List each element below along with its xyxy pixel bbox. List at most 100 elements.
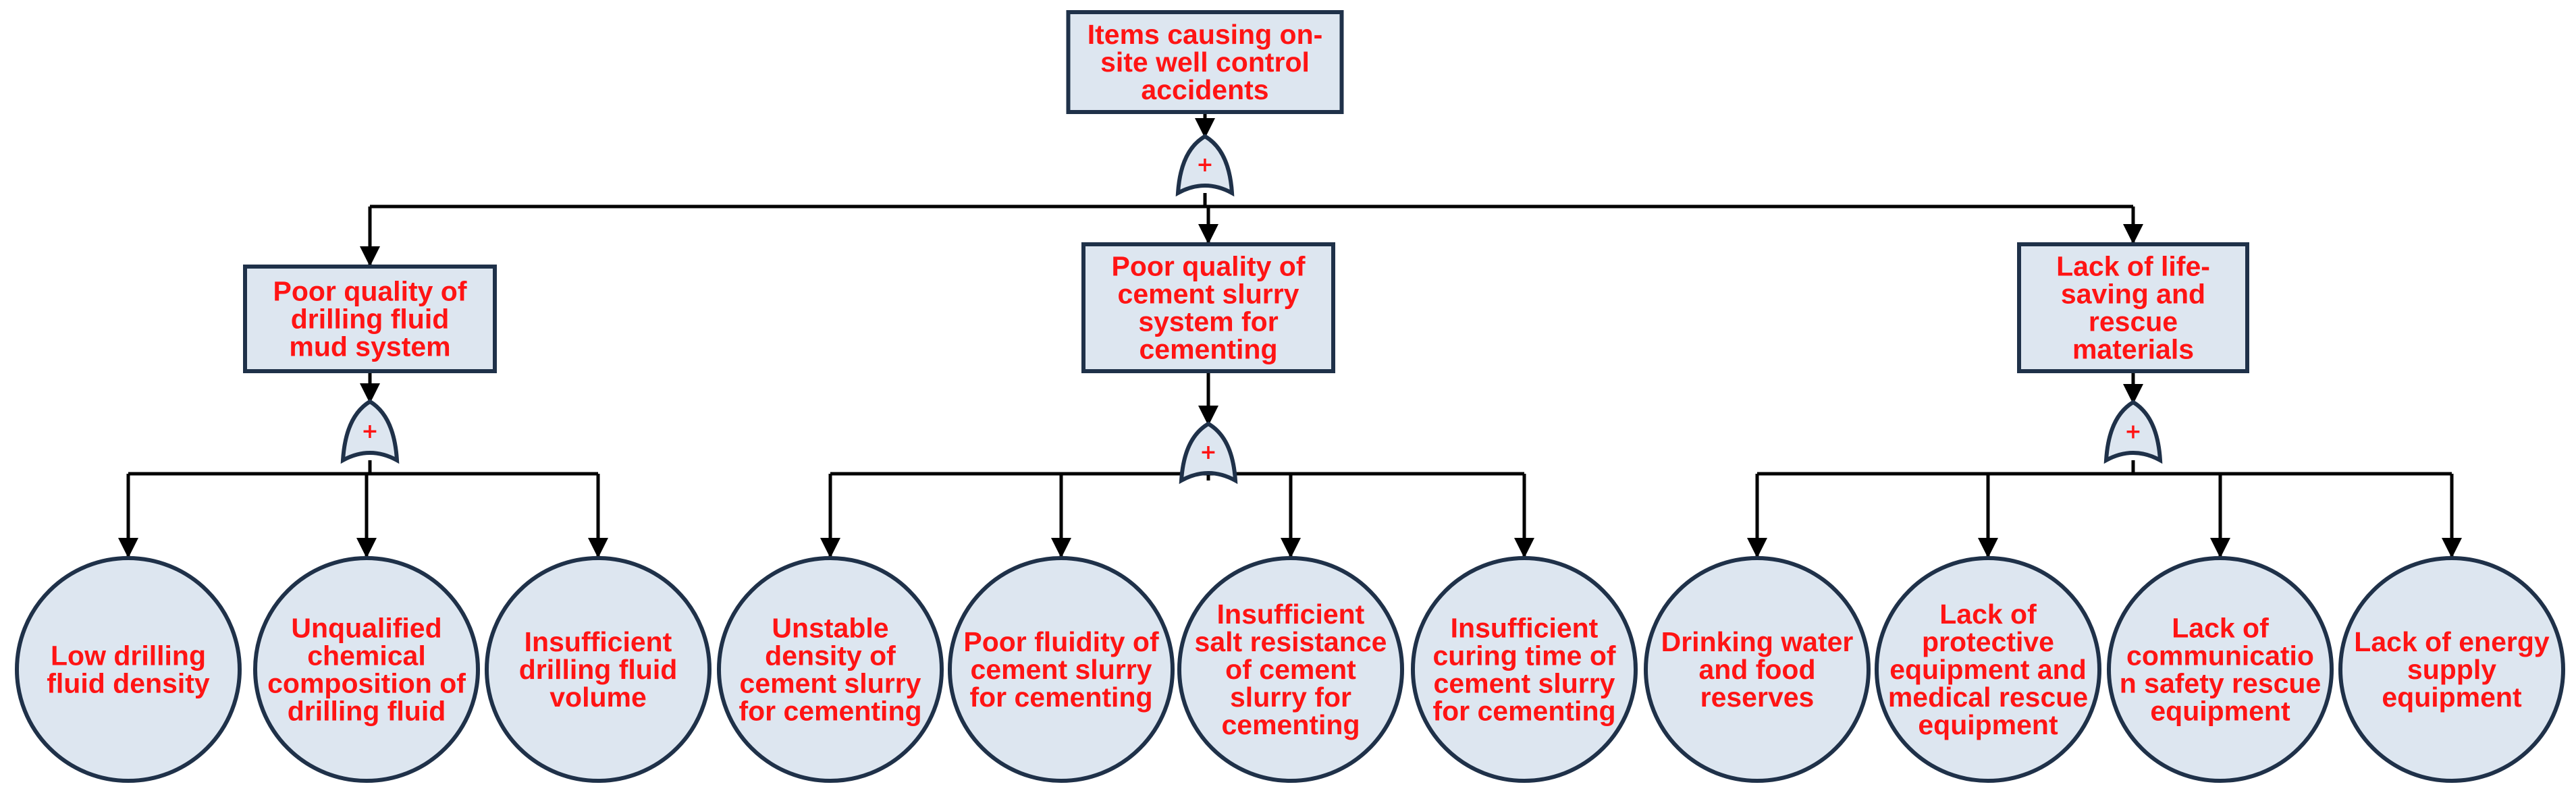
intermediate-or-gate-3-plus: + xyxy=(2124,420,2141,443)
basic-event-circle-1-2-label-line: drilling fluid xyxy=(288,696,446,727)
basic-event-circle-3-2-label-line: protective xyxy=(1922,626,2054,657)
intermediate-event-box-1-frame xyxy=(243,265,497,373)
basic-event-circle-2-3-circle xyxy=(1177,556,1404,783)
basic-event-circle-1-2-label-line: chemical xyxy=(307,640,426,671)
intermediate-event-box-1-label-line: Poor quality of xyxy=(273,276,467,307)
basic-event-circle-1-2-label-line: composition of xyxy=(267,668,466,699)
intermediate-or-gate-2-shape xyxy=(1179,421,1238,485)
intermediate-event-box-1-label-line: mud system xyxy=(289,331,450,362)
connector-lines xyxy=(118,112,2462,558)
basic-event-circle-3-2-label-line: equipment and xyxy=(1889,654,2087,685)
basic-event-circle-2-2-circle xyxy=(948,556,1175,783)
basic-event-circle-2-4-label-line: Insufficient xyxy=(1451,613,1599,644)
basic-event-circle-3-1-label-line: Drinking water xyxy=(1661,626,1854,657)
intermediate-or-gate-1-shape xyxy=(340,399,400,464)
basic-event-circle-1-2-circle xyxy=(253,556,480,783)
basic-event-circle-3-1-label-line: reserves xyxy=(1700,682,1815,713)
basic-event-circle-2-3-label-line: of cement xyxy=(1225,654,1356,685)
basic-event-circle-3-3-label-line: Lack of xyxy=(2172,613,2269,644)
basic-event-circle-3-3-label-line: n safety rescue xyxy=(2120,668,2322,699)
basic-event-circle-2-1-circle xyxy=(717,556,944,783)
intermediate-or-gate-3-shape xyxy=(2103,400,2163,464)
basic-event-circle-3-2-circle xyxy=(1875,556,2101,783)
intermediate-event-box-2-label-line: system for xyxy=(1138,306,1278,337)
intermediate-or-gate-2: + xyxy=(1179,421,1238,485)
intermediate-or-gate-3: + xyxy=(2103,400,2163,464)
basic-event-circle-2-2-label-line: Poor fluidity of xyxy=(963,626,1159,657)
intermediate-event-box-2-label-line: cement slurry xyxy=(1118,279,1299,310)
intermediate-event-box-2-frame xyxy=(1081,242,1335,373)
basic-event-circle-3-3-circle xyxy=(2107,556,2334,783)
root-event-box-label-line: accidents xyxy=(1141,74,1268,105)
basic-event-circle-3-4-circle xyxy=(2338,556,2565,783)
intermediate-or-gate-1: + xyxy=(340,399,400,464)
basic-event-circle-1-1-label-line: Low drilling xyxy=(51,640,206,671)
root-or-gate-shape xyxy=(1175,134,1235,197)
basic-event-circle-2-1-label-line: Unstable xyxy=(772,613,888,644)
basic-event-circle-2-2-label-line: for cementing xyxy=(969,682,1152,713)
basic-event-circle-1-3-circle xyxy=(485,556,712,783)
intermediate-event-box-3-label-line: materials xyxy=(2072,334,2194,365)
root-event-box-label-line: Items causing on- xyxy=(1088,19,1323,50)
basic-event-circle-1-1-circle xyxy=(15,556,242,783)
basic-event-circle-3-2-label-line: medical rescue xyxy=(1888,682,2088,713)
basic-event-circle-2-3-label-line: cementing xyxy=(1221,709,1360,740)
intermediate-event-box-1-label-line: drilling fluid xyxy=(291,304,450,335)
basic-event-circle-2-3-label-line: salt resistance xyxy=(1195,626,1387,657)
basic-event-circle-2-1-label-line: for cementing xyxy=(739,696,921,727)
intermediate-or-gate-2-plus: + xyxy=(1200,441,1216,464)
intermediate-or-gate-1-plus: + xyxy=(361,420,378,443)
intermediate-event-box-3-frame xyxy=(2017,242,2249,373)
basic-event-circle-3-2-label-line: Lack of xyxy=(1939,599,2037,630)
intermediate-event-box-2-label-line: cementing xyxy=(1139,334,1277,365)
intermediate-event-box-2-label-line: Poor quality of xyxy=(1112,251,1306,282)
basic-event-circle-3-1-label-line: and food xyxy=(1698,654,1815,685)
basic-event-circle-3-4-label-line: equipment xyxy=(2382,682,2522,713)
basic-event-circle-3-4-label-line: supply xyxy=(2407,654,2496,685)
root-event-box-label-line: site well control xyxy=(1100,47,1310,78)
basic-event-circle-3-3-label-line: equipment xyxy=(2150,696,2290,727)
basic-event-circle-1-2-label-line: Unqualified xyxy=(291,613,441,644)
basic-event-circle-3-4-label-line: Lack of energy xyxy=(2354,626,2550,657)
basic-event-circle-2-2-label-line: cement slurry xyxy=(971,654,1152,685)
basic-event-circle-3-1-circle xyxy=(1644,556,1871,783)
basic-event-circle-1-3-label-line: volume xyxy=(549,682,647,713)
intermediate-event-box-3-label-line: Lack of life- xyxy=(2056,251,2210,282)
basic-event-circle-1-1-label-line: fluid density xyxy=(47,668,210,699)
root-event-box-frame xyxy=(1066,10,1344,114)
basic-event-circle-1-3-label-line: drilling fluid xyxy=(519,654,678,685)
basic-event-circle-3-3-label-line: communicatio xyxy=(2126,640,2314,671)
basic-event-circle-2-1-label-line: density of xyxy=(765,640,896,671)
basic-event-circle-2-4-label-line: cement slurry xyxy=(1434,668,1615,699)
basic-event-circle-2-3-label-line: slurry for xyxy=(1230,682,1351,713)
